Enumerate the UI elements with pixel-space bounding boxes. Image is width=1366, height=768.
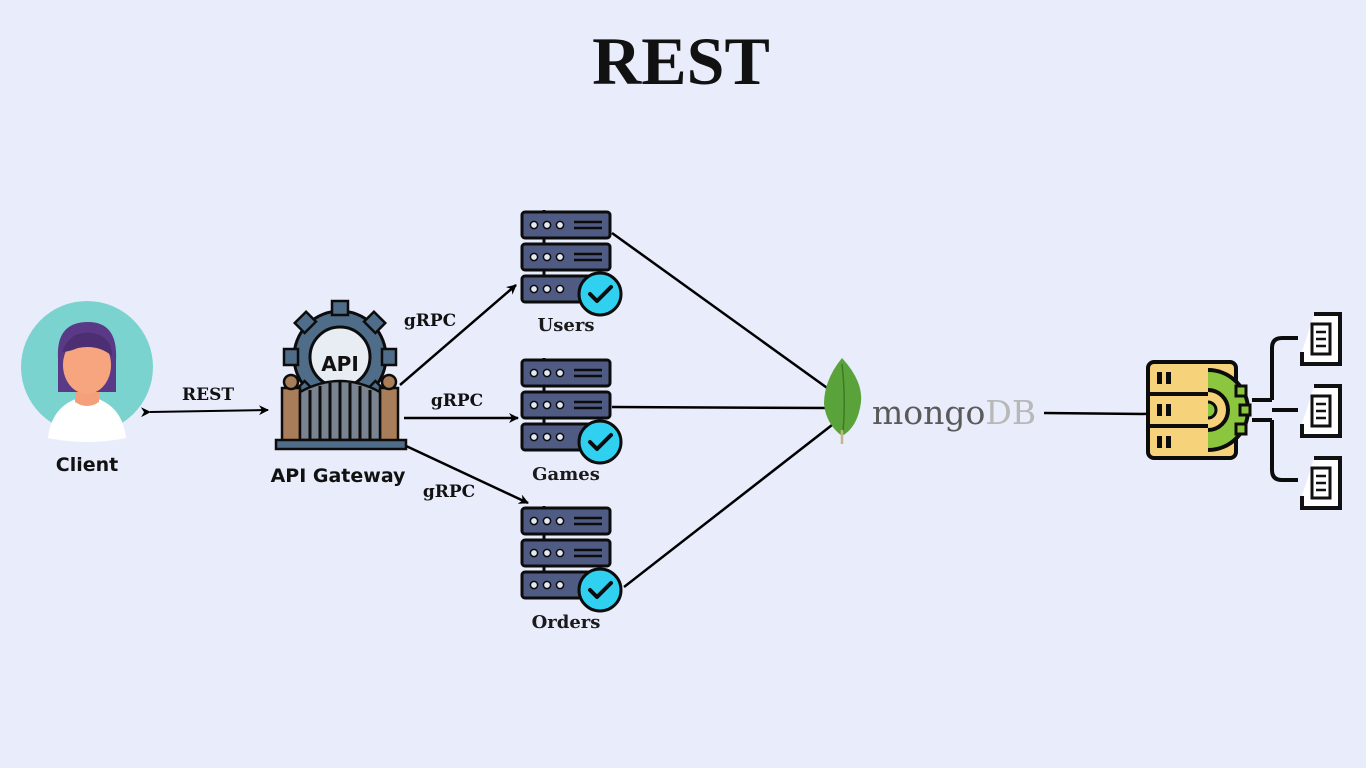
node-label-gateway: API Gateway bbox=[271, 465, 406, 487]
user-avatar-icon bbox=[21, 301, 153, 442]
node-label-users: Users bbox=[538, 315, 595, 336]
mongodb-wordmark-b: DB bbox=[985, 393, 1036, 432]
document-icon bbox=[1300, 384, 1342, 438]
api-badge-text: API bbox=[321, 352, 359, 376]
edges bbox=[140, 231, 1151, 588]
storage-cluster-icon bbox=[1146, 336, 1298, 482]
edge-games-db bbox=[611, 405, 831, 410]
document-icon bbox=[1300, 312, 1342, 366]
edge-label-rest: REST bbox=[182, 385, 234, 405]
node-label-orders: Orders bbox=[532, 612, 601, 633]
server-check-icon bbox=[520, 208, 623, 317]
server-check-icon bbox=[520, 356, 623, 465]
mongodb-wordmark: mongoDB bbox=[872, 393, 1036, 432]
edge-gateway-users bbox=[399, 284, 517, 386]
edge-client-gateway bbox=[140, 405, 269, 418]
edge-gateway-orders bbox=[403, 443, 529, 505]
node-label-client: Client bbox=[56, 454, 118, 476]
edge-label-grpc-users: gRPC bbox=[404, 311, 456, 331]
edge-orders-db bbox=[623, 424, 833, 588]
node-label-games: Games bbox=[532, 464, 600, 485]
api-gateway-icon: API bbox=[274, 299, 408, 451]
edge-label-grpc-orders: gRPC bbox=[423, 482, 475, 502]
edge-db-storage bbox=[1043, 411, 1151, 416]
mongodb-wordmark-a: mongo bbox=[872, 393, 985, 432]
diagram-title: REST bbox=[592, 23, 770, 99]
document-icon bbox=[1300, 456, 1342, 510]
edge-users-db bbox=[611, 231, 831, 392]
edge-label-grpc-games: gRPC bbox=[431, 391, 483, 411]
server-check-icon bbox=[520, 504, 623, 613]
mongodb-leaf-icon bbox=[824, 358, 862, 444]
